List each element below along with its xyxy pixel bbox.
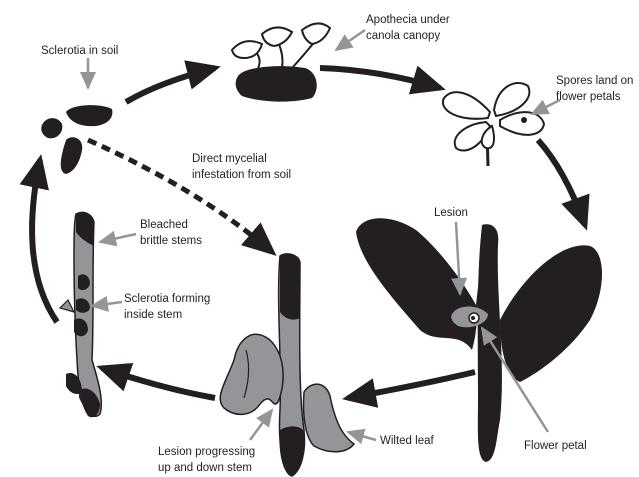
label-apothecia-line1: Apothecia under bbox=[366, 14, 450, 26]
label-sclerotia-soil: Sclerotia in soil bbox=[41, 45, 118, 57]
pointer-apothecia bbox=[336, 30, 365, 50]
progressing-plant bbox=[220, 254, 354, 476]
label-sclerotia-stem-line1: Sclerotia forming bbox=[124, 293, 210, 305]
sclerotia-in-soil bbox=[41, 105, 112, 174]
label-progressing-line2: up and down stem bbox=[158, 462, 252, 474]
bleached-stem bbox=[60, 212, 101, 417]
label-sclerotia-stem-line2: inside stem bbox=[124, 309, 182, 321]
label-spores-line1: Spores land on bbox=[556, 75, 633, 87]
label-wilted-leaf: Wilted leaf bbox=[380, 435, 434, 447]
apothecia bbox=[232, 23, 330, 101]
canola-flower bbox=[443, 83, 544, 166]
label-bleached-line2: brittle stems bbox=[140, 235, 202, 247]
arrow-apothecia-to-flower bbox=[320, 68, 440, 88]
label-progressing-line1: Lesion progressing bbox=[158, 446, 255, 458]
pointer-sclerotia-stem bbox=[92, 302, 122, 306]
label-mycelial-line1: Direct mycelial bbox=[192, 153, 267, 165]
label-flower-petal: Flower petal bbox=[524, 440, 587, 452]
arrow-lesion-to-progress bbox=[348, 372, 475, 398]
arrow-soil-to-apothecia bbox=[126, 68, 215, 102]
cycle-arrows bbox=[32, 68, 585, 398]
spore-dot bbox=[521, 117, 527, 123]
text-labels: Sclerotia in soil Apothecia under canola… bbox=[41, 14, 633, 474]
label-spores-line2: flower petals bbox=[556, 91, 621, 103]
pointer-bleached bbox=[100, 234, 136, 242]
pointer-progressing bbox=[250, 410, 272, 440]
label-apothecia-line2: canola canopy bbox=[366, 30, 440, 42]
lesion-plant bbox=[356, 218, 602, 462]
pointer-wilted bbox=[348, 432, 376, 440]
arrow-flower-to-lesion bbox=[538, 140, 585, 225]
arrow-bleached-to-soil bbox=[32, 160, 57, 322]
label-mycelial-line2: infestation from soil bbox=[192, 169, 291, 181]
label-bleached-line1: Bleached bbox=[140, 219, 188, 231]
arrow-progress-to-bleached bbox=[102, 368, 215, 398]
label-lesion: Lesion bbox=[434, 207, 468, 219]
